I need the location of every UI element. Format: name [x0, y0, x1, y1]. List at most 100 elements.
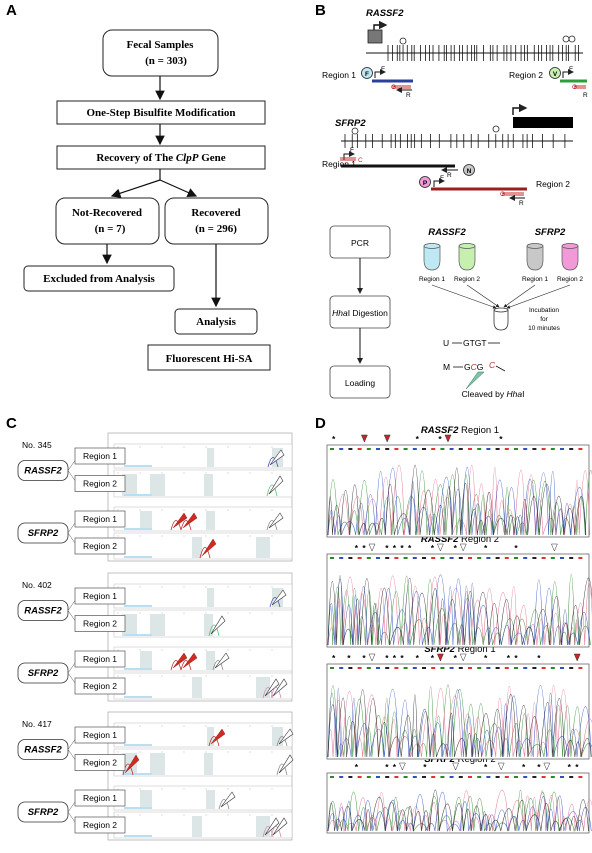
region-box — [74, 677, 126, 695]
base-call — [339, 667, 344, 669]
bracket — [67, 739, 76, 750]
cpg-star: * — [537, 762, 541, 772]
bisulfite-box — [56, 100, 266, 125]
excluded-label: Excluded from Analysis — [43, 273, 155, 285]
region-box — [74, 587, 126, 605]
region-label: Region 1 — [83, 654, 117, 664]
bracket — [67, 801, 76, 813]
cpg-star: * — [507, 653, 511, 663]
sfrp2-r2-probe-p: P — [423, 180, 428, 187]
base-call — [532, 448, 537, 450]
bracket — [67, 532, 76, 544]
peak — [270, 687, 282, 699]
size-band — [122, 753, 137, 775]
chromatogram-trace — [327, 689, 592, 758]
baseline-marker — [124, 528, 152, 530]
base-call — [366, 776, 371, 778]
base-call — [514, 667, 518, 669]
base-call — [578, 557, 583, 559]
cpg-triangle — [361, 434, 368, 443]
cpg-star: * — [385, 543, 389, 553]
size-band — [206, 651, 215, 670]
base-call — [504, 448, 509, 450]
panel-d-letter: D — [315, 415, 326, 432]
base-call — [339, 776, 344, 778]
cpg-star: * — [408, 543, 412, 553]
base-call — [366, 667, 371, 669]
base-call — [477, 557, 482, 559]
baseline-marker — [124, 634, 152, 636]
cpg-star: * — [347, 653, 351, 663]
base-call — [504, 776, 509, 778]
white-arrowhead — [264, 678, 280, 697]
size-band — [256, 816, 270, 837]
trace-frame — [326, 663, 590, 760]
baseline-marker — [124, 668, 152, 670]
chromatogram-trace — [327, 684, 592, 758]
pcr-tube — [423, 245, 441, 271]
loading-box — [329, 365, 391, 399]
white-arrowhead — [269, 449, 285, 466]
size-band — [140, 790, 152, 809]
workflow-rassf2-label: RASSF2 — [428, 227, 466, 238]
gene-box-label: SFRP2 — [28, 528, 59, 539]
base-call — [348, 667, 353, 669]
base-call — [458, 667, 463, 669]
red-arrowhead — [182, 652, 198, 669]
red-arrowhead — [210, 728, 226, 745]
base-call — [422, 557, 426, 559]
peak — [208, 736, 220, 747]
cpg-star: * — [332, 434, 336, 444]
incubation-line1: Incubation — [529, 307, 559, 314]
trace-2-title: RASSF2 Region 2 — [421, 534, 499, 545]
base-call — [422, 667, 426, 669]
white-arrowhead — [272, 678, 288, 697]
base-call — [495, 557, 500, 559]
pcr-tube-cap — [423, 243, 441, 249]
pcr-tube — [561, 245, 579, 271]
chromatogram-trace — [327, 684, 592, 758]
cpg-star: * — [416, 434, 420, 444]
methylated-seq: GCG — [464, 362, 483, 372]
cpg-star: * — [522, 762, 526, 772]
cpg-star: * — [431, 653, 435, 663]
baseline-marker — [124, 605, 152, 607]
white-arrowhead — [278, 754, 294, 774]
base-call — [449, 667, 454, 669]
sfrp2-r2-reverse: R — [519, 200, 524, 207]
panel-c-letter: C — [6, 415, 17, 432]
base-call — [449, 448, 454, 450]
bracket — [67, 662, 76, 674]
baseline-marker — [124, 696, 152, 698]
base-call — [541, 667, 546, 669]
region-label: Region 1 — [83, 591, 117, 601]
white-arrowhead — [220, 791, 236, 808]
cpg-triangle — [368, 543, 376, 552]
peak — [170, 520, 182, 531]
base-call — [486, 776, 491, 778]
base-call — [550, 776, 555, 778]
gene-box-label: RASSF2 — [24, 745, 62, 756]
fecal-samples-label: Fecal Samples — [127, 39, 195, 51]
base-call — [477, 667, 482, 669]
not-recovered-label: Not-Recovered — [72, 207, 142, 219]
base-call — [440, 776, 445, 778]
base-call — [431, 557, 436, 559]
mixed-tube — [493, 310, 509, 331]
cpg-star: * — [514, 543, 518, 553]
base-call — [578, 448, 583, 450]
base-call — [569, 667, 574, 669]
size-band — [150, 614, 165, 636]
cpg-star: * — [537, 653, 541, 663]
base-call — [385, 557, 390, 559]
base-call — [403, 448, 408, 450]
bracket — [67, 811, 76, 823]
cpg-star: * — [362, 653, 366, 663]
size-band — [122, 614, 137, 636]
sfrp2-r1-c: C — [358, 157, 363, 164]
base-call — [412, 667, 417, 669]
white-arrowhead — [272, 817, 288, 836]
sample-345-label: No. 345 — [22, 440, 52, 450]
base-call — [403, 776, 408, 778]
